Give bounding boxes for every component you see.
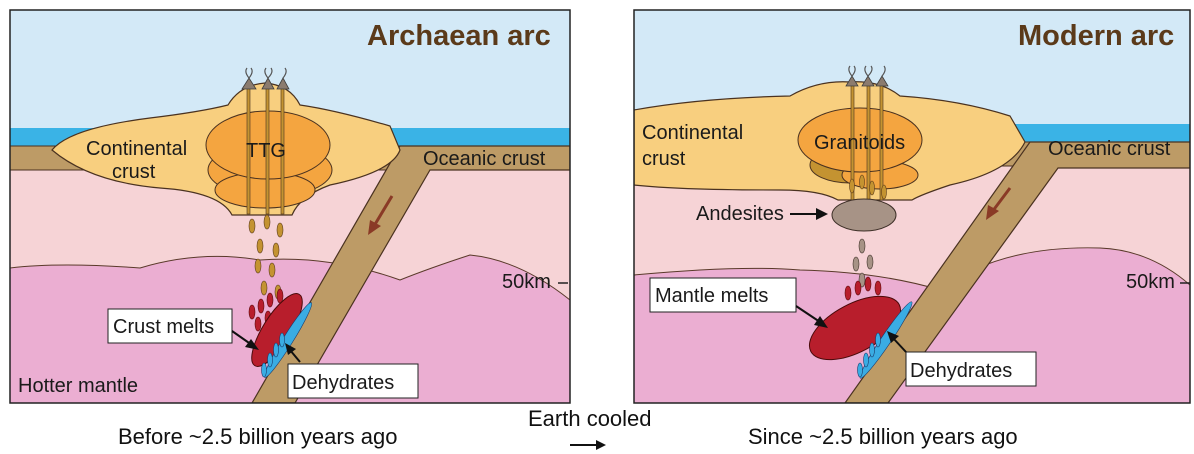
andesite-body: [832, 199, 896, 231]
panel-title: Archaean arc: [367, 20, 551, 52]
arrow-right-icon: [570, 440, 606, 450]
oceanic-crust-label: Oceanic crust: [1048, 138, 1171, 160]
depth-label: 50km: [502, 271, 551, 293]
depth-label: 50km: [1126, 271, 1175, 293]
modern-arc-panel: Modern arc Continental crust Granitoids …: [634, 10, 1190, 403]
continental-crust-label: Continental: [86, 138, 187, 160]
left-caption: Before ~2.5 billion years ago: [118, 424, 397, 449]
callout-text: Dehydrates: [910, 360, 1012, 382]
transition-label: Earth cooled: [528, 406, 652, 431]
panel-title: Modern arc: [1018, 20, 1174, 52]
archaean-arc-panel: Archaean arc Continental crust TTG Ocean…: [10, 10, 570, 403]
continental-crust-label: crust: [642, 148, 686, 170]
callout-text: Mantle melts: [655, 285, 768, 307]
oceanic-crust-label: Oceanic crust: [423, 148, 546, 170]
volcano-icon: [846, 76, 888, 86]
ttg-label: TTG: [246, 140, 286, 162]
continental-crust-label: Continental: [642, 122, 743, 144]
mantle-label: Hotter mantle: [18, 375, 138, 397]
right-caption: Since ~2.5 billion years ago: [748, 424, 1018, 449]
continental-crust-label: crust: [112, 161, 156, 183]
granitoids-label: Granitoids: [814, 132, 905, 154]
callout-text: Dehydrates: [292, 372, 394, 394]
callout-text: Crust melts: [113, 316, 214, 338]
andesites-label: Andesites: [696, 203, 784, 225]
